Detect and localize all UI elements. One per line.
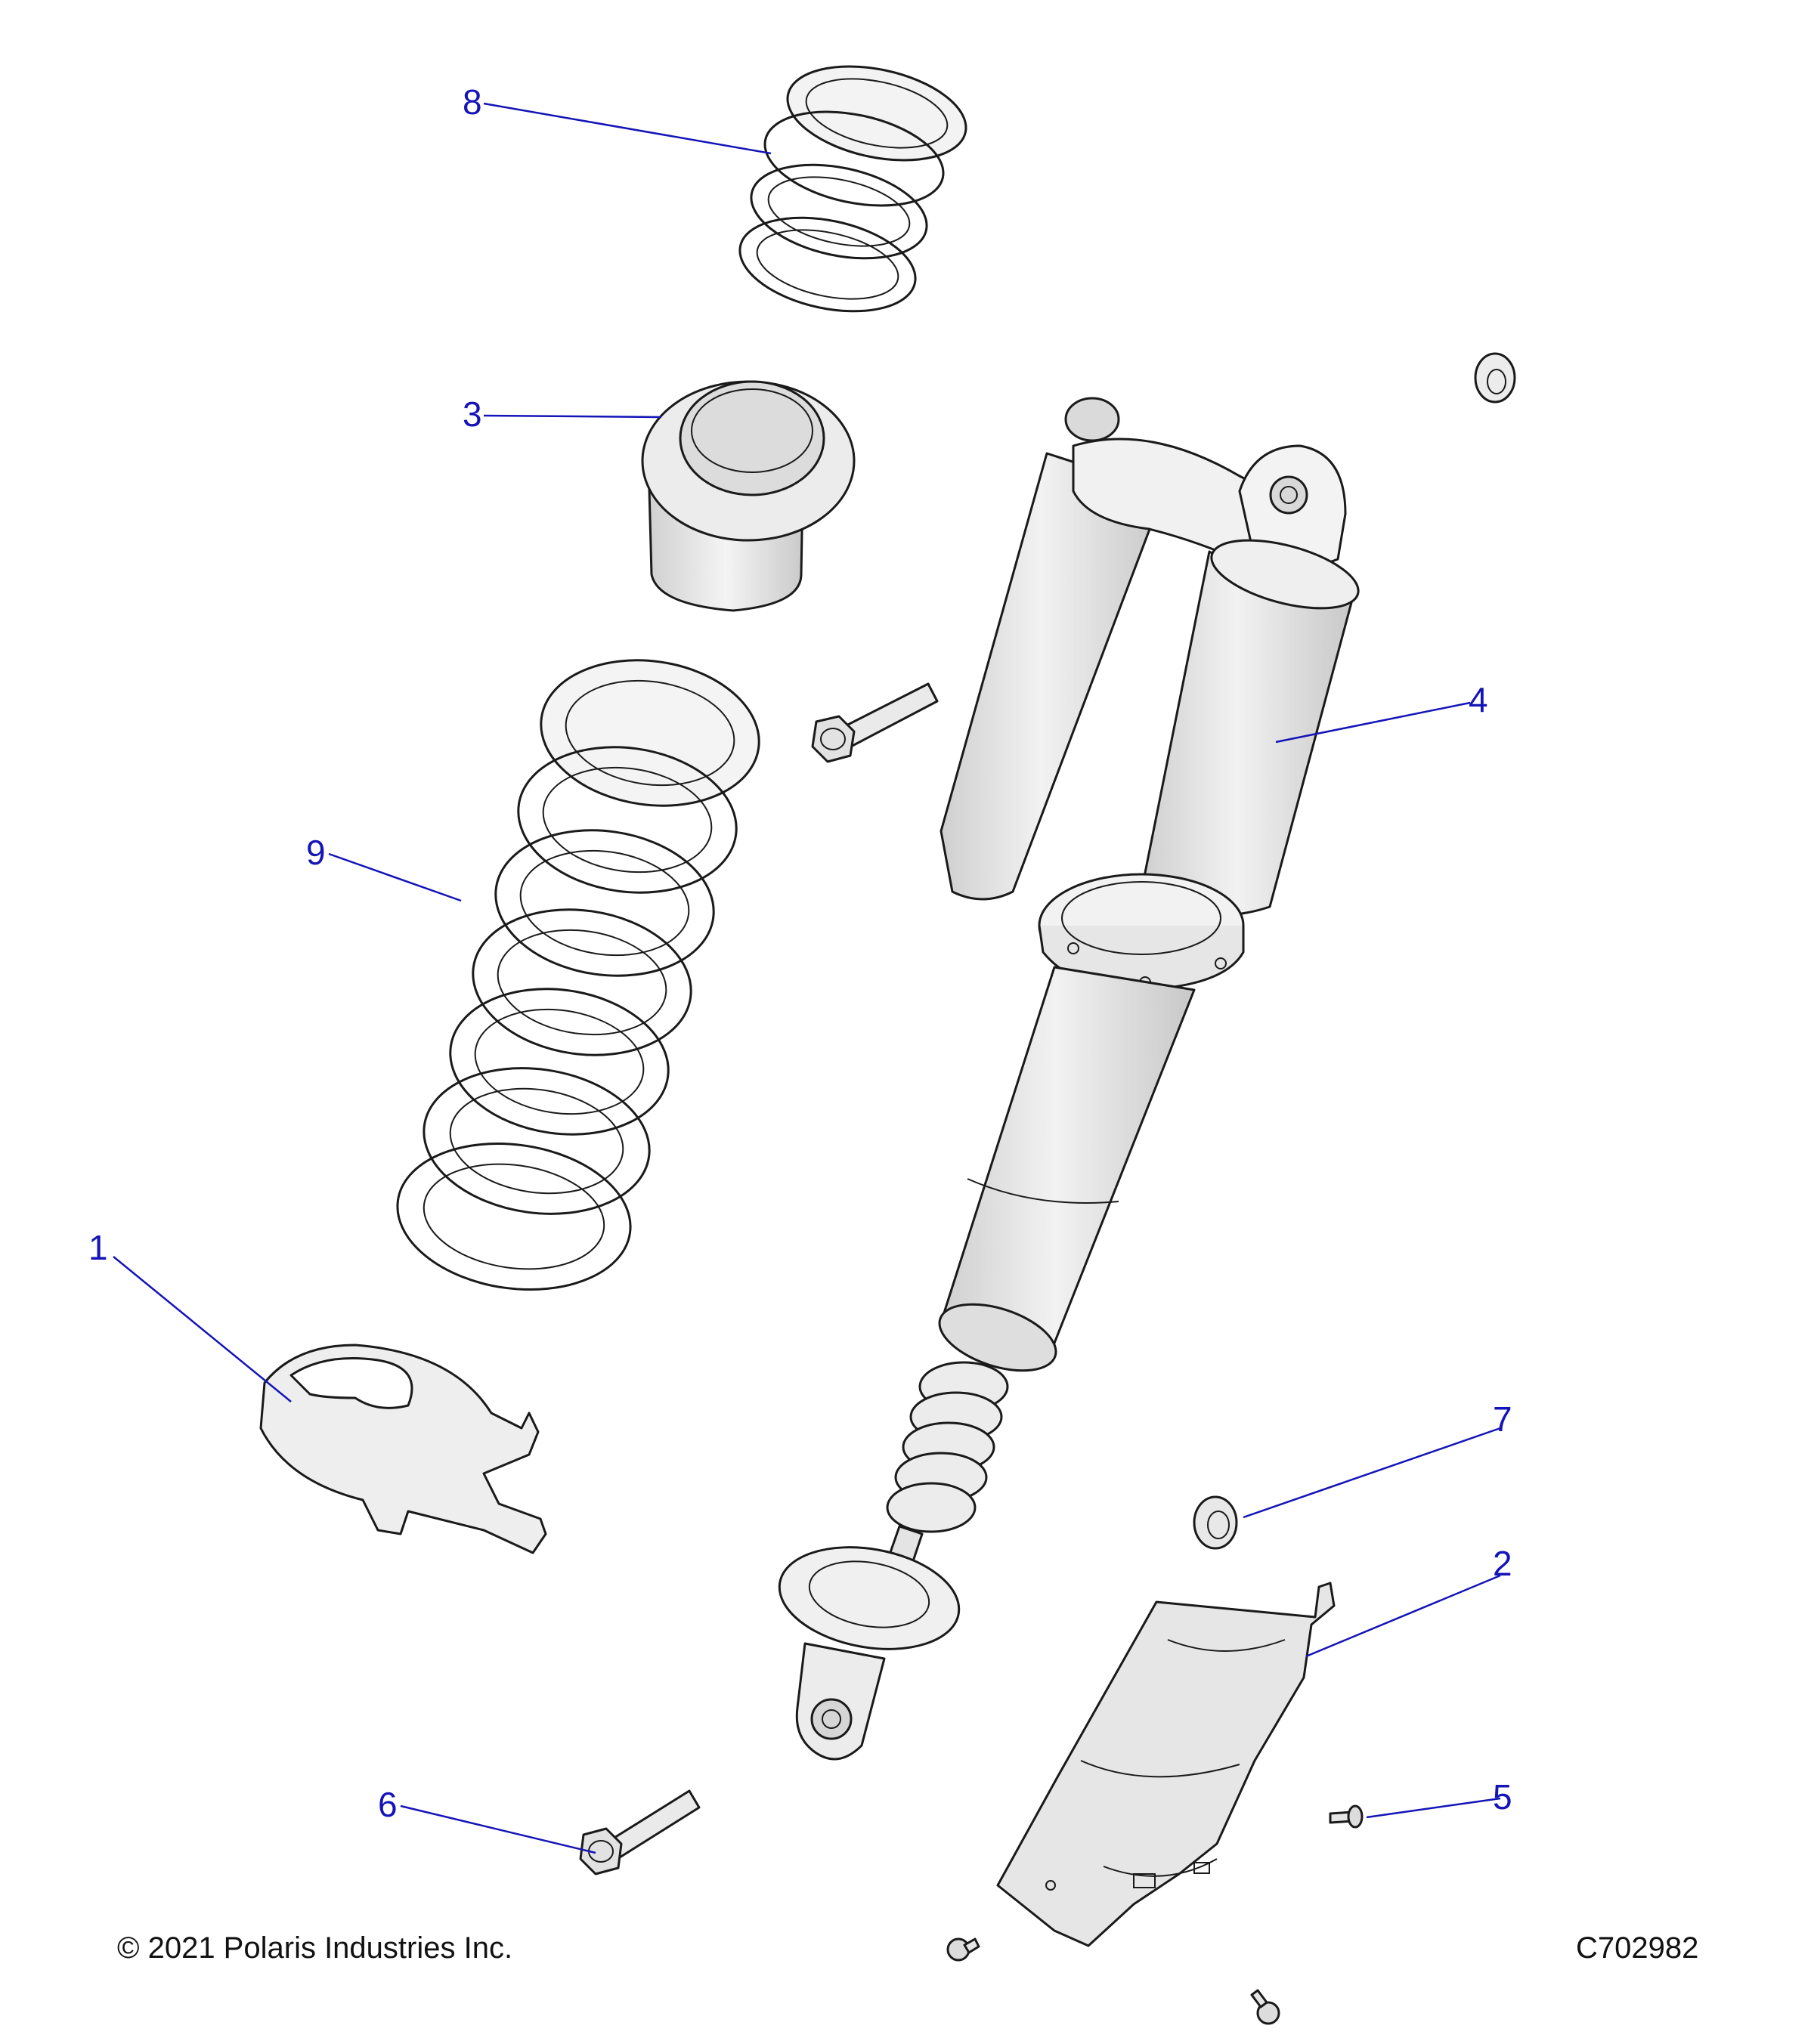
callout-4[interactable]: 4 (1469, 680, 1488, 719)
shock-absorber-part-4 (778, 397, 1360, 1761)
leader-2 (1305, 1574, 1501, 1658)
upper-bushing (1474, 352, 1516, 404)
guard-screw-lower-left (946, 1937, 980, 1962)
copyright-notice: © 2021 Polaris Industries Inc. (117, 1931, 513, 1965)
callout-9[interactable]: 9 (306, 833, 326, 872)
leader-lines (113, 102, 1501, 1854)
lower-mount-bolt-part-6 (579, 1789, 701, 1875)
callout-8[interactable]: 8 (463, 82, 482, 122)
leader-1 (113, 1256, 292, 1402)
main-spring-part-9 (396, 659, 760, 1291)
spring-retainer-part-1 (259, 1344, 547, 1554)
leader-5 (1366, 1797, 1501, 1819)
leader-7 (1243, 1427, 1501, 1519)
leader-9 (328, 852, 462, 902)
guard-screw-bottom (1250, 1989, 1280, 2025)
leader-4 (1275, 701, 1471, 744)
upper-mount-bolt (811, 682, 939, 763)
figure-code: C702982 (1576, 1931, 1699, 1965)
upper-spring-part-8 (738, 65, 967, 313)
callout-6[interactable]: 6 (378, 1785, 398, 1824)
callout-7[interactable]: 7 (1493, 1399, 1512, 1439)
callout-3[interactable]: 3 (463, 394, 482, 434)
bushing-part-7 (1193, 1495, 1238, 1550)
callout-1[interactable]: 1 (88, 1228, 108, 1267)
leader-8 (483, 102, 772, 155)
leader-6 (400, 1804, 596, 1854)
callout-2[interactable]: 2 (1493, 1544, 1512, 1583)
screw-part-5 (1329, 1804, 1364, 1829)
leader-3 (483, 414, 662, 419)
shock-guard-part-2 (996, 1582, 1336, 1947)
callout-5[interactable]: 5 (1493, 1777, 1512, 1817)
bump-stop (886, 1361, 1009, 1533)
spring-adapter-part-3 (641, 380, 856, 612)
